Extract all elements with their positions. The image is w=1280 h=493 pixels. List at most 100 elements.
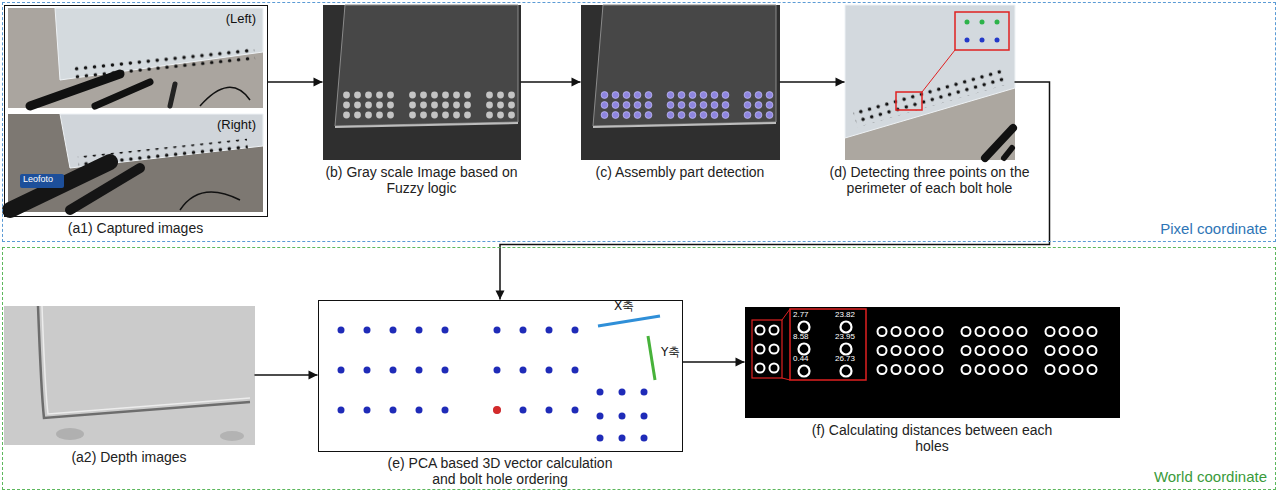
panel-caption: (d) Detecting three points on the perime… [817, 164, 1042, 196]
right-photo [8, 114, 263, 212]
zoom-inset [955, 12, 1009, 50]
x-axis [598, 316, 660, 326]
region-label: Pixel coordinate [1160, 220, 1267, 237]
zoom-frame [752, 320, 782, 378]
connector-arrow [683, 358, 745, 367]
hole-ring [756, 345, 765, 354]
image-panel: (a1) Captured images(Left)(Right) [4, 5, 268, 217]
y-axis [648, 336, 655, 380]
hole-group [341, 90, 396, 120]
image-panel: (d) Detecting three points on the perime… [845, 5, 1015, 160]
arrow-head [836, 78, 845, 87]
plate [335, 5, 518, 126]
floor [8, 114, 263, 212]
hole-group [599, 90, 654, 120]
connector-arrow [268, 78, 323, 87]
hole-point [597, 413, 604, 420]
perimeter-point [995, 20, 1000, 25]
plot-ground [318, 300, 683, 452]
point-group [328, 310, 458, 430]
hole-rows [70, 46, 255, 79]
hole-ring [799, 366, 810, 377]
ring-group [1043, 322, 1099, 379]
region-panel: Pixel coordinate (a1) Captured images (Lef… [2, 2, 1276, 242]
photo-panel: (Right) [7, 113, 262, 211]
depth-blob [56, 428, 84, 440]
hole-group [665, 90, 731, 120]
detection-image [581, 5, 780, 160]
zoom-line [782, 378, 790, 380]
hole-ring [756, 364, 765, 373]
floor [8, 8, 263, 108]
hole-ring [770, 326, 779, 335]
image-label: 23.82 [835, 311, 855, 320]
depth-image [4, 306, 255, 445]
image-ground [4, 306, 255, 445]
hole-ring [770, 345, 779, 354]
grayscale-image [323, 5, 521, 160]
arrow-head [496, 291, 505, 300]
perimeter-point [965, 20, 970, 25]
tripod-leg [10, 162, 110, 210]
connector-arrow [780, 78, 845, 87]
connector-arrow [255, 371, 318, 380]
tripod-leg [170, 84, 175, 106]
cable [200, 87, 250, 106]
image-label: 23.95 [835, 333, 855, 342]
perimeter-point [965, 38, 970, 43]
region-panel: World coordinate (a2) Depth images (e) PCA… [2, 247, 1276, 490]
connector-arrow [521, 78, 581, 87]
image-panel: (a2) Depth images [4, 306, 255, 445]
zoom-inset [790, 309, 866, 380]
ring-group [875, 322, 945, 379]
hole-point [641, 413, 648, 420]
zoom-line [922, 50, 955, 92]
hole-ring [841, 344, 852, 355]
plate-outline [38, 306, 250, 418]
tripod-leg [95, 82, 150, 106]
panel-caption: (a1) Captured images [16, 220, 256, 236]
connector-line [683, 361, 745, 363]
pca-plot [318, 300, 683, 452]
arrow-head [309, 371, 318, 380]
hole-group [742, 90, 775, 120]
hole-rows [853, 67, 1008, 127]
tripod-leg [985, 128, 1013, 158]
connector-arrow [496, 82, 1050, 300]
hole-ring [770, 364, 779, 373]
cable [180, 192, 240, 210]
hole-point [619, 413, 626, 420]
region-label: World coordinate [1154, 468, 1267, 485]
plate-edge [593, 123, 776, 127]
hole-point [597, 389, 604, 396]
photo-label: (Left) [226, 11, 256, 26]
left-photo [8, 8, 263, 108]
image-ground [745, 307, 1120, 418]
connector-line [780, 81, 845, 83]
hole-point [597, 435, 604, 442]
photo-label: (Right) [217, 117, 256, 132]
hole-ring [841, 322, 852, 333]
image-ground [581, 5, 780, 160]
perimeter-point [980, 20, 985, 25]
panel-caption: (e) PCA based 3D vector calculation and … [375, 455, 625, 487]
tripod-leg [70, 168, 140, 210]
image-label: X축 [614, 300, 634, 313]
ring-group [959, 322, 1029, 379]
image-label: 8.58 [793, 333, 809, 342]
brand-band [20, 174, 64, 188]
perimeter-photo [845, 5, 1015, 160]
hole-ring [756, 326, 765, 335]
image-panel: (c) Assembly part detection [581, 5, 780, 160]
panel-caption: (f) Calculating distances between each h… [807, 422, 1057, 454]
plate [593, 5, 776, 126]
panel-caption: (c) Assembly part detection [580, 164, 780, 180]
image-label: Y축 [661, 346, 680, 359]
connector-line [500, 82, 1050, 300]
distance-image [745, 307, 1120, 418]
hole-point [641, 435, 648, 442]
panel-caption: (a2) Depth images [29, 449, 229, 465]
floor [845, 5, 1015, 160]
hole-point [619, 435, 626, 442]
